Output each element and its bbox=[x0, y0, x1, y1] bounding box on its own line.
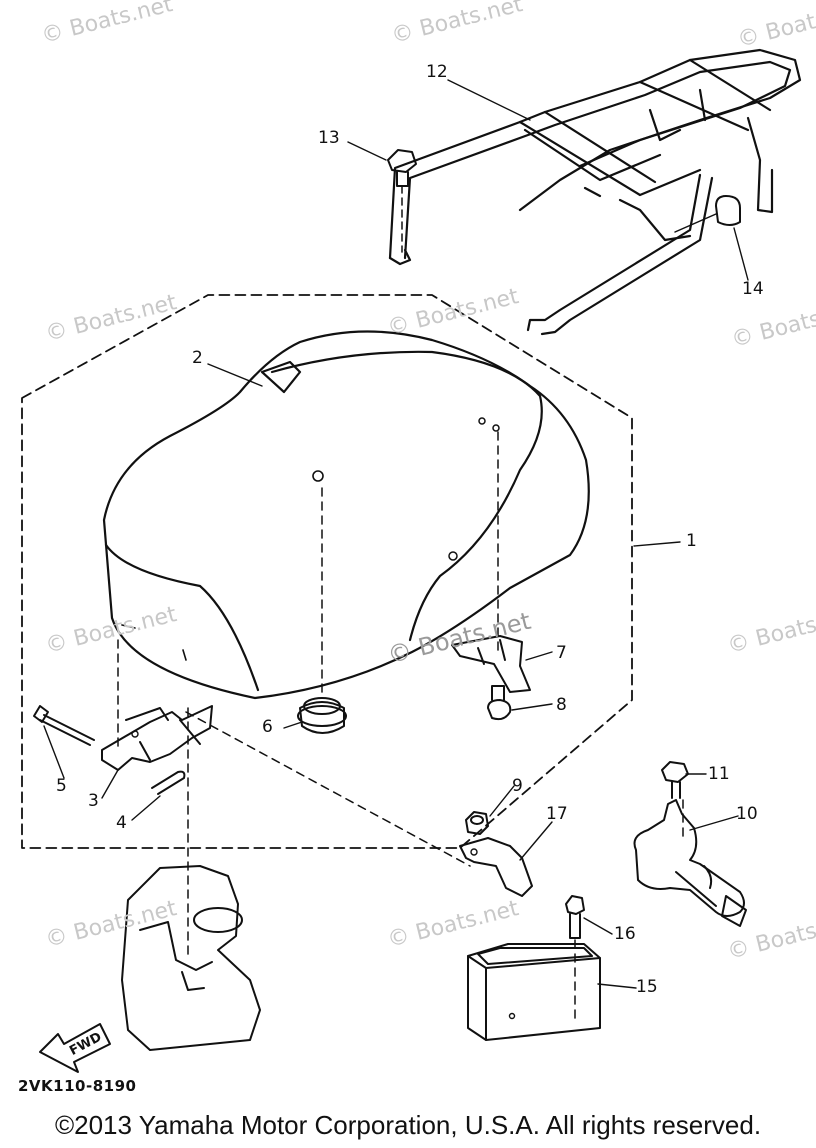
callout-14: 14 bbox=[742, 279, 764, 299]
bolt-part-5 bbox=[33, 705, 95, 746]
bracket-part-17 bbox=[459, 837, 533, 897]
callout-3: 3 bbox=[88, 791, 99, 811]
grommet-part-14 bbox=[674, 195, 741, 233]
callout-16: 16 bbox=[614, 924, 636, 944]
callout-4: 4 bbox=[116, 813, 127, 833]
diagram-code: 2VK110-8190 bbox=[18, 1077, 137, 1095]
forward-arrow-label: FWD bbox=[67, 1030, 104, 1059]
leader-lines bbox=[43, 79, 749, 989]
callout-1: 1 bbox=[686, 531, 697, 551]
bolt-part-11 bbox=[661, 761, 689, 799]
forward-arrow: FWD bbox=[39, 1023, 111, 1073]
install-guides bbox=[117, 431, 684, 1021]
callout-8: 8 bbox=[556, 695, 567, 715]
parts-diagram: FWD bbox=[21, 48, 802, 1073]
callout-2: 2 bbox=[192, 348, 203, 368]
seat-part-1 bbox=[102, 330, 590, 700]
nut-part-9 bbox=[465, 811, 489, 835]
callout-15: 15 bbox=[636, 977, 658, 997]
callout-12: 12 bbox=[426, 62, 448, 82]
callout-10: 10 bbox=[736, 804, 758, 824]
damper-part-6 bbox=[297, 697, 347, 734]
bracket-part-7 bbox=[451, 635, 531, 693]
bolt-part-13 bbox=[387, 149, 417, 253]
rear-carrier-part-12 bbox=[388, 48, 802, 336]
frame-fragment bbox=[121, 865, 261, 1051]
seat-lock-part-10 bbox=[633, 799, 747, 927]
callout-9: 9 bbox=[512, 776, 523, 796]
copyright-notice: ©2013 Yamaha Motor Corporation, U.S.A. A… bbox=[54, 1110, 762, 1140]
callout-7: 7 bbox=[556, 643, 567, 663]
bolt-part-8 bbox=[487, 685, 512, 721]
callout-17: 17 bbox=[546, 804, 568, 824]
cotter-pin-part-4 bbox=[151, 770, 186, 795]
callout-13: 13 bbox=[318, 128, 340, 148]
box-part-15 bbox=[467, 943, 601, 1041]
callout-5: 5 bbox=[56, 776, 67, 796]
callout-11: 11 bbox=[708, 764, 730, 784]
assembly-boundary bbox=[21, 294, 633, 849]
bolt-part-16 bbox=[565, 895, 585, 939]
callout-6: 6 bbox=[262, 717, 273, 737]
